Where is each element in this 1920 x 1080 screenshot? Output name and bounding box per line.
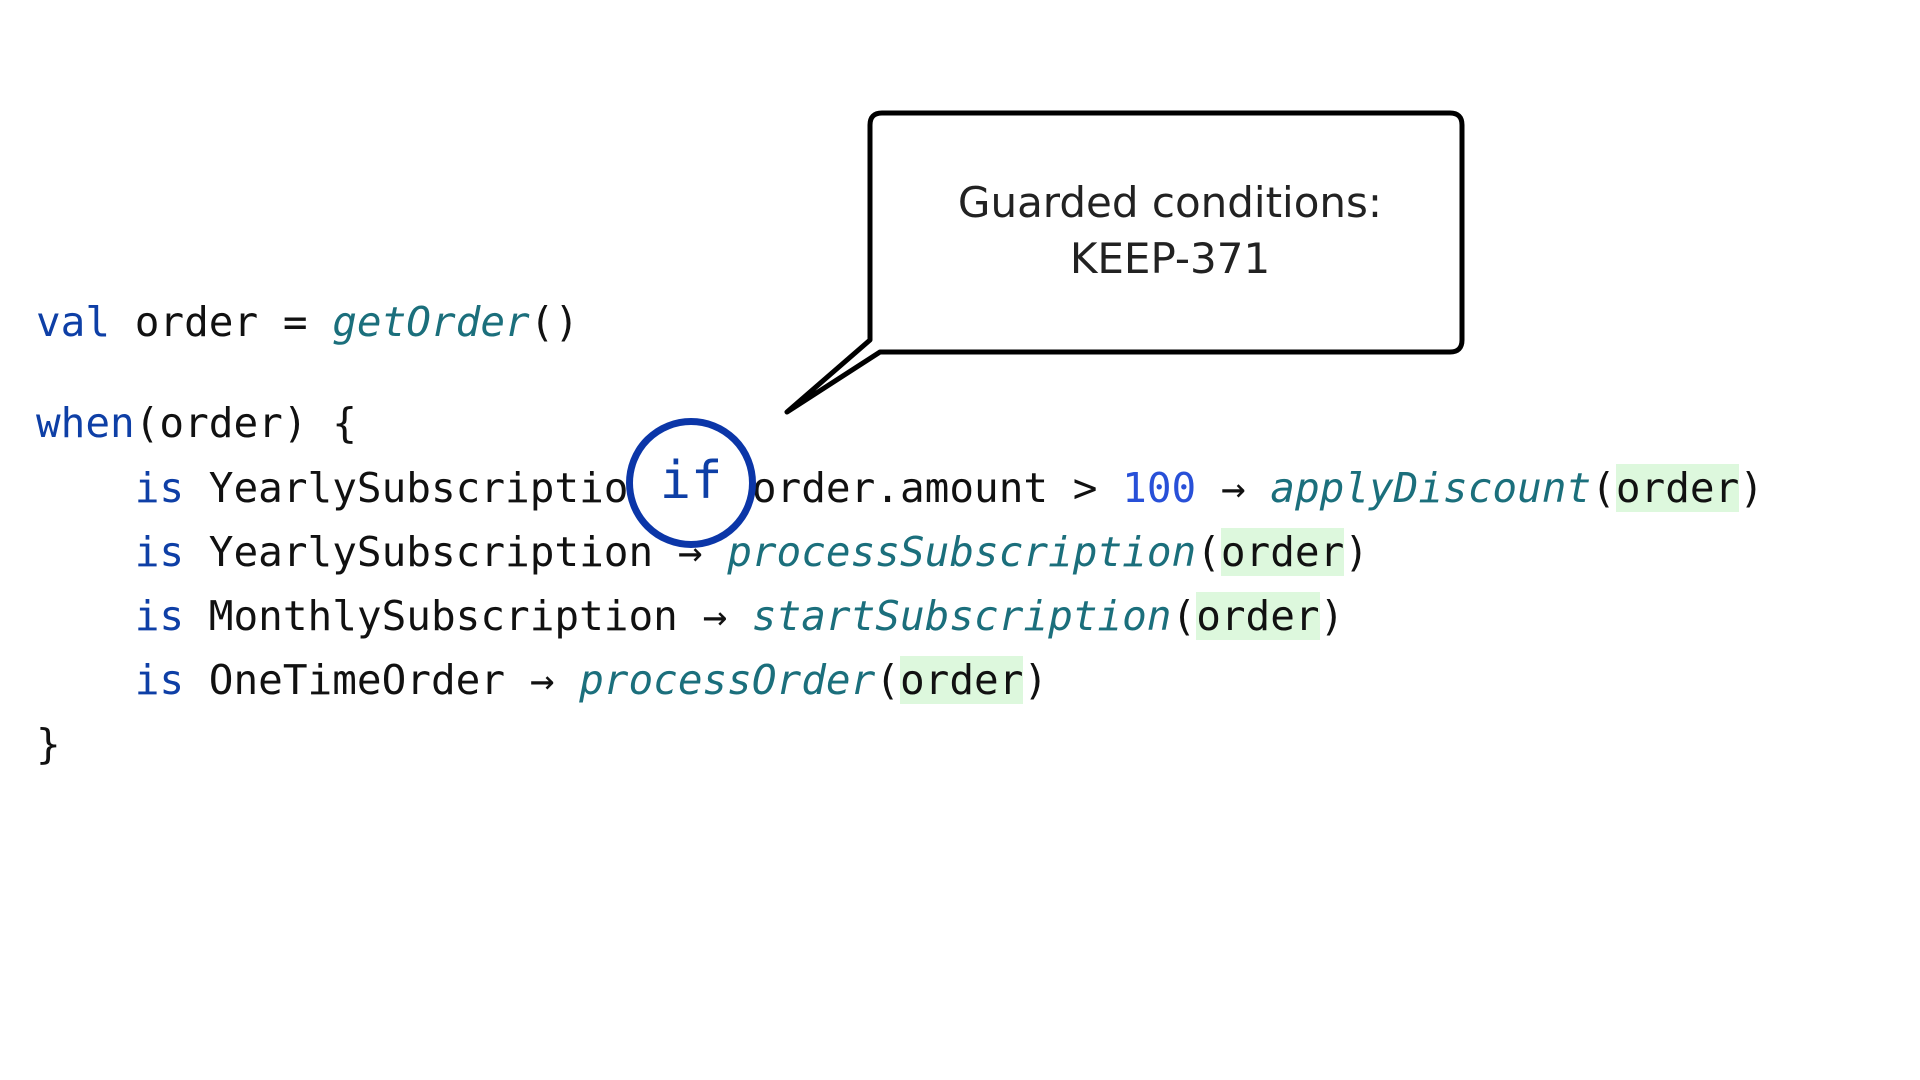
keyword-is: is [134, 464, 185, 512]
code-line-onetime: is OneTimeOrder → processOrder(order) [36, 648, 1048, 712]
code-line-closing-brace: } [36, 712, 61, 776]
paren-close: ) [1739, 464, 1764, 512]
callout-ticket: KEEP-371 [1069, 234, 1271, 283]
paren-open: ( [875, 656, 900, 704]
highlighted-arg: order [1615, 464, 1740, 512]
function-processsubscription: processSubscription [727, 528, 1197, 576]
code-text: (order) { [134, 399, 357, 447]
type-name: YearlySubscription [184, 464, 678, 512]
code-line-monthly: is MonthlySubscription → startSubscripti… [36, 584, 1344, 648]
function-startsubscription: startSubscription [751, 592, 1172, 640]
closing-brace: } [36, 720, 61, 768]
keyword-when: when [36, 399, 135, 447]
if-highlight-circle: if [626, 418, 756, 548]
paren-open: ( [1171, 592, 1197, 640]
type-name: OneTimeOrder → [184, 656, 580, 704]
paren-close: ) [1319, 592, 1345, 640]
keyword-is: is [134, 528, 185, 576]
number-literal: 100 [1122, 464, 1197, 512]
keyword-val: val [36, 298, 111, 346]
code-line-yearly: is YearlySubscription → processSubscript… [36, 520, 1369, 584]
function-processorder: processOrder [579, 656, 876, 704]
keyword-is: is [134, 592, 185, 640]
highlighted-arg: order [1196, 592, 1320, 640]
type-name: MonthlySubscription → [184, 592, 752, 640]
callout-text: Guarded conditions: KEEP-371 [873, 175, 1467, 287]
paren-open: ( [1196, 528, 1221, 576]
function-applydiscount: applyDiscount [1270, 464, 1592, 512]
circle-label: if [659, 451, 723, 511]
callout-title: Guarded conditions: [957, 178, 1383, 227]
code-text: () [529, 298, 580, 346]
paren-close: ) [1344, 528, 1369, 576]
arrow: → [1196, 464, 1271, 512]
function-getorder: getOrder [332, 298, 530, 346]
highlighted-arg: order [1220, 528, 1345, 576]
code-line-when: when(order) { [36, 391, 357, 455]
code-text: order = [110, 298, 333, 346]
callout-bubble-outline [784, 110, 1465, 415]
code-line-yearly-guarded: is YearlySubscription if order.amount > … [36, 456, 1764, 520]
paren-open: ( [1591, 464, 1616, 512]
keyword-is: is [134, 656, 185, 704]
paren-close: ) [1023, 656, 1049, 704]
guard-condition: order.amount > [727, 464, 1123, 512]
code-line-val-order: val order = getOrder() [36, 290, 579, 354]
highlighted-arg: order [899, 656, 1024, 704]
